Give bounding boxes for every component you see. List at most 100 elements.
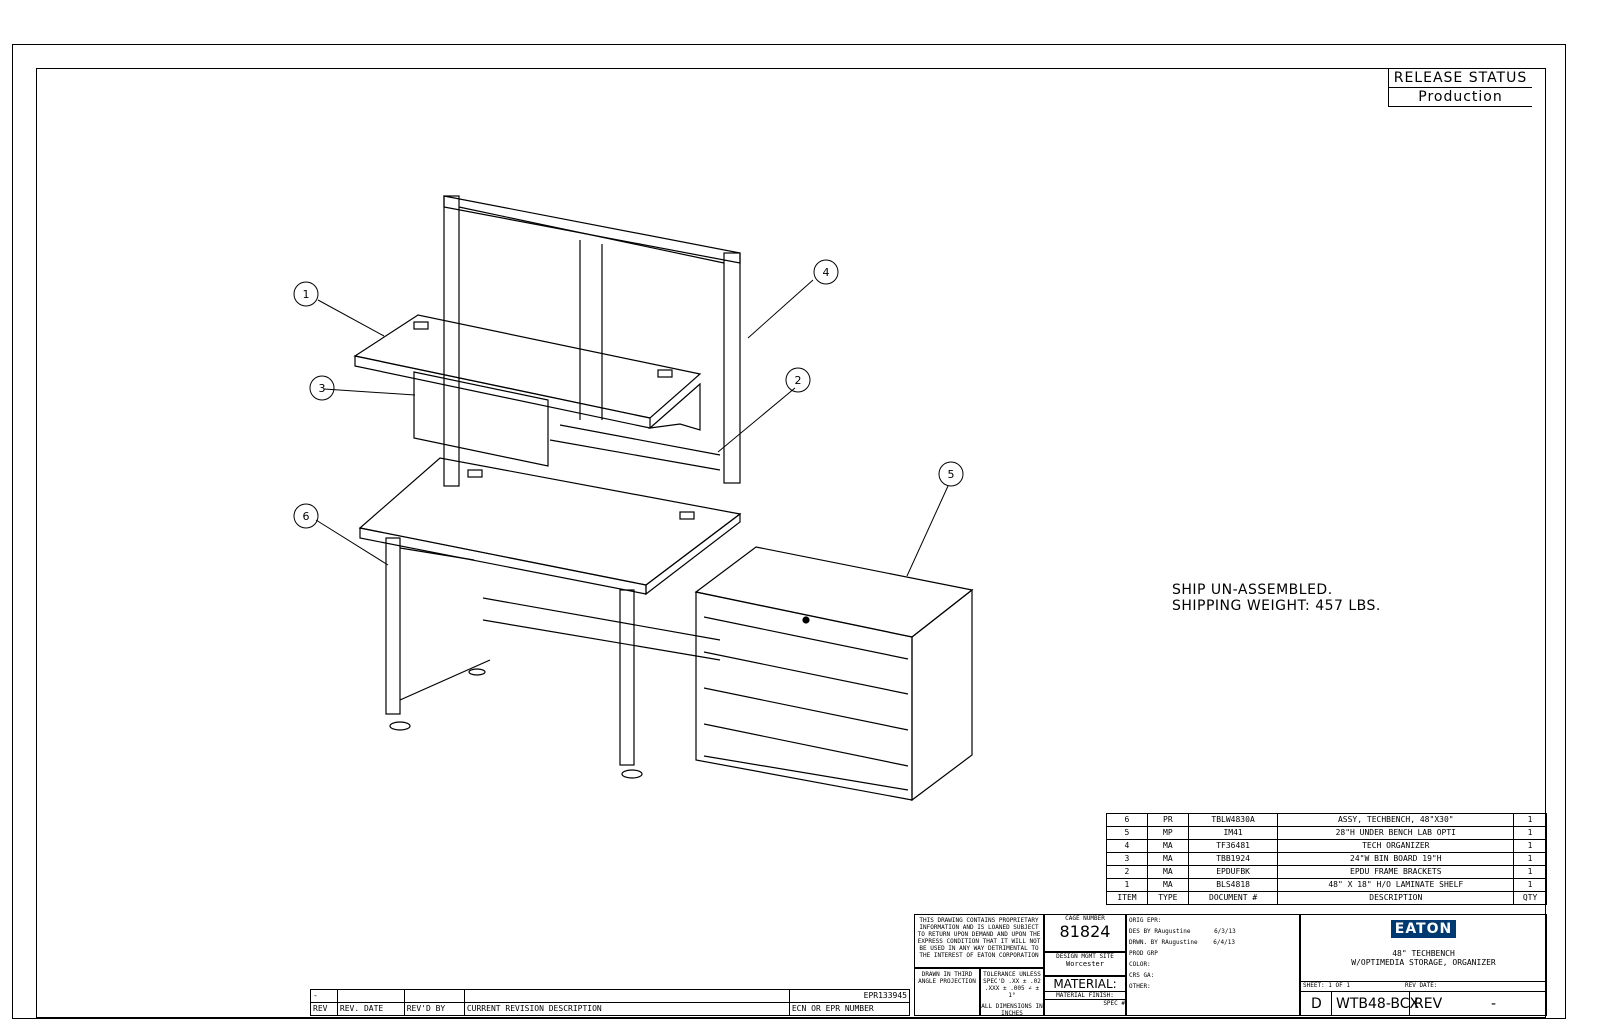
revd-by-header: REV'D BY xyxy=(403,1002,465,1016)
revision-row: - EPR133945 xyxy=(310,989,911,1003)
crs-ga-field: CRS GA: xyxy=(1129,972,1155,979)
other-field: OTHER: xyxy=(1129,983,1151,990)
rev-date-cell xyxy=(336,989,405,1003)
sheet-row: SHEET: 1 OF 1 REV DATE: xyxy=(1301,981,1546,989)
projection-text: DRAWN IN THIRD ANGLE PROJECTION xyxy=(918,971,976,985)
release-status-box: RELEASE STATUS Production xyxy=(1388,69,1532,107)
bom-cell: 1 xyxy=(1513,865,1547,879)
rev-desc-cell xyxy=(463,989,790,1003)
material-box: MATERIAL: MATERIAL FINISH: SPEC # xyxy=(1044,976,1126,1016)
rev-desc-header: CURRENT REVISION DESCRIPTION xyxy=(463,1002,790,1016)
note-line-2: SHIPPING WEIGHT: 457 LBS. xyxy=(1172,598,1381,614)
bom-cell: 1 xyxy=(1513,852,1547,866)
bom-header: QTY xyxy=(1513,891,1547,905)
tolerance-box: TOLERANCE UNLESS SPEC'D .XX ± .02 .XXX ±… xyxy=(980,968,1044,1017)
revd-by-cell xyxy=(403,989,465,1003)
dimensions-note: ALL DIMENSIONS IN INCHES xyxy=(981,1003,1043,1017)
rev-date-label: REV DATE: xyxy=(1405,982,1438,989)
callout-5: 5 xyxy=(938,461,964,487)
bom-header: DESCRIPTION xyxy=(1277,891,1515,905)
bom-cell: MA xyxy=(1146,852,1189,866)
tolerance-text: TOLERANCE UNLESS SPEC'D .XX ± .02 .XXX ±… xyxy=(983,971,1041,999)
bom-cell: MP xyxy=(1146,826,1189,840)
drawing-outer-border xyxy=(12,44,1566,1019)
color-field: COLOR: xyxy=(1129,961,1151,968)
bom-cell: 28"H UNDER BENCH LAB OPTI xyxy=(1277,826,1515,840)
revision-block: - EPR133945 REV REV. DATE REV'D BY CURRE… xyxy=(310,989,911,1016)
callout-1-label: 1 xyxy=(303,288,310,301)
callout-4-label: 4 xyxy=(823,266,830,279)
rev-cell: - xyxy=(310,989,338,1003)
epr-header: ECN OR EPR NUMBER xyxy=(788,1002,911,1016)
callout-3-label: 3 xyxy=(319,382,326,395)
bom-header: TYPE xyxy=(1146,891,1189,905)
drawing-number: WTB48-BCX xyxy=(1331,992,1419,1016)
callout-5-label: 5 xyxy=(948,468,955,481)
proprietary-notice: THIS DRAWING CONTAINS PROPRIETARY INFORM… xyxy=(914,914,1044,968)
proprietary-text: THIS DRAWING CONTAINS PROPRIETARY INFORM… xyxy=(917,917,1041,959)
bom-cell: 4 xyxy=(1106,839,1148,853)
bom-cell: MA xyxy=(1146,865,1189,879)
callout-6: 6 xyxy=(293,503,319,529)
drawing-size: D xyxy=(1311,996,1322,1012)
bom-cell: 2 xyxy=(1106,865,1148,879)
bom-cell: BLS4818 xyxy=(1187,878,1279,892)
orig-epr: ORIG EPR: xyxy=(1129,917,1162,924)
material-finish-label: MATERIAL FINISH: xyxy=(1045,991,1125,999)
shipping-notes: SHIP UN-ASSEMBLED. SHIPPING WEIGHT: 457 … xyxy=(1172,582,1381,614)
drawing-title-line-2: W/OPTIMEDIA STORAGE, ORGANIZER xyxy=(1351,958,1496,967)
bom-cell: EPDUFBK xyxy=(1187,865,1279,879)
bom-cell: 3 xyxy=(1106,852,1148,866)
bom-cell: PR xyxy=(1146,813,1189,827)
bom-cell: 1 xyxy=(1513,826,1547,840)
epr-cell: EPR133945 xyxy=(788,989,911,1003)
bom-cell: 1 xyxy=(1513,839,1547,853)
bom-cell: TF36481 xyxy=(1187,839,1279,853)
cage-number: 81824 xyxy=(1059,922,1111,941)
site-box: DESIGN MGMT SITE Worcester xyxy=(1044,952,1126,976)
site-value: Worcester xyxy=(1066,960,1104,968)
projection-box: DRAWN IN THIRD ANGLE PROJECTION xyxy=(914,968,980,1016)
rev-value: - xyxy=(1491,996,1497,1012)
bom-cell: 24"W BIN BOARD 19"H xyxy=(1277,852,1515,866)
material-label: MATERIAL: xyxy=(1053,977,1117,991)
callout-6-label: 6 xyxy=(303,510,310,523)
release-status-title: RELEASE STATUS xyxy=(1388,69,1532,88)
dwg-number-row: D WTB48-BCX REV - xyxy=(1301,991,1546,1017)
cage-box: CAGE NUMBER 81824 xyxy=(1044,914,1126,952)
rev-label: REV xyxy=(1409,992,1442,1016)
bom-header: DOCUMENT # xyxy=(1187,891,1279,905)
bom-cell: TBB1924 xyxy=(1187,852,1279,866)
site-label: DESIGN MGMT SITE xyxy=(1056,953,1114,960)
bom-cell: 5 xyxy=(1106,826,1148,840)
bom-cell: 1 xyxy=(1513,878,1547,892)
drawing-inner-border xyxy=(36,68,1546,1018)
bom-cell: 6 xyxy=(1106,813,1148,827)
release-status-value: Production xyxy=(1388,88,1532,107)
approval-box: ORIG EPR: DES BY RAugustine 6/3/13 DRWN.… xyxy=(1126,914,1300,1016)
bom-cell: IM41 xyxy=(1187,826,1279,840)
bom-cell: 48" X 18" H/O LAMINATE SHELF xyxy=(1277,878,1515,892)
callout-3: 3 xyxy=(309,375,335,401)
bom-cell: ASSY, TECHBENCH, 48"X30" xyxy=(1277,813,1515,827)
bom-cell: MA xyxy=(1146,839,1189,853)
bom-header: ITEM xyxy=(1106,891,1148,905)
cage-label: CAGE NUMBER xyxy=(1065,915,1105,922)
title-box: EATON 48" TECHBENCH W/OPTIMEDIA STORAGE,… xyxy=(1300,914,1547,1016)
rev-date-header: REV. DATE xyxy=(336,1002,405,1016)
revision-header-row: REV REV. DATE REV'D BY CURRENT REVISION … xyxy=(310,1002,911,1016)
callout-2: 2 xyxy=(785,367,811,393)
spec-label: SPEC # xyxy=(1045,999,1125,1007)
bom-cell: 1 xyxy=(1513,813,1547,827)
designed-by-row: DES BY RAugustine 6/3/13 xyxy=(1129,928,1236,935)
bom-cell: TECH ORGANIZER xyxy=(1277,839,1515,853)
sheet-number: SHEET: 1 OF 1 xyxy=(1303,982,1350,989)
drawn-by-row: DRWN. BY RAugustine 6/4/13 xyxy=(1129,939,1235,946)
